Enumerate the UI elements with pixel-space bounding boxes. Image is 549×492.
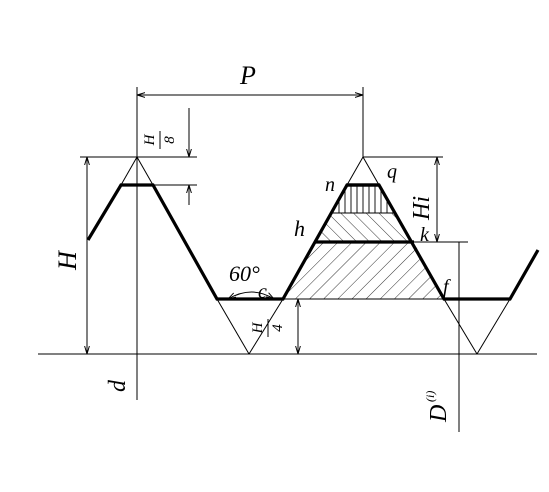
h4-denominator: 4 [270, 324, 286, 332]
point-h-label: h [294, 216, 305, 241]
point-q-label: q [387, 161, 397, 183]
point-n-label: n [325, 174, 335, 196]
pitch-label: P [239, 61, 256, 90]
hatch-middle-region [315, 213, 414, 242]
h8-numerator: H [142, 133, 158, 146]
angle-label: 60° [229, 261, 260, 286]
diameter-d-label: d [105, 379, 131, 392]
h-over-4-label: H 4 [250, 319, 286, 337]
h-over-8-label: H 8 [142, 131, 178, 149]
hi-label: Hi [409, 196, 435, 221]
diameter-D-superscript: (i) [423, 391, 437, 402]
point-k-label: k [420, 224, 430, 246]
angle-arc [228, 291, 274, 299]
diameter-D-main: D [426, 405, 452, 423]
hatch-lower-region [283, 242, 444, 299]
point-c-label: c [258, 281, 267, 303]
height-label: H [53, 250, 82, 271]
hatch-top-region [331, 185, 396, 213]
diameter-D-label: D (i) [423, 391, 452, 423]
h4-numerator: H [250, 321, 266, 334]
point-f-label: f [443, 276, 451, 298]
h8-denominator: 8 [162, 136, 178, 144]
fundamental-triangle-lines [120, 156, 511, 355]
